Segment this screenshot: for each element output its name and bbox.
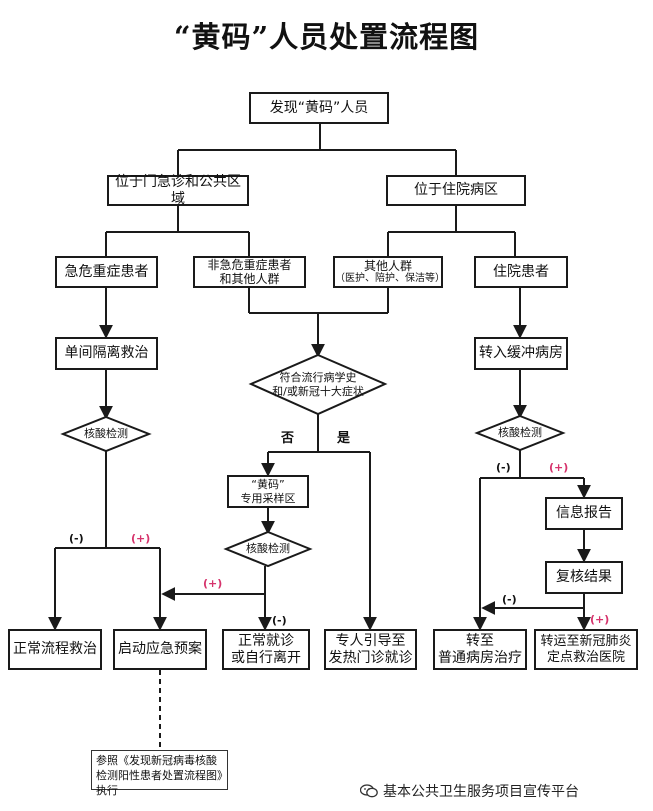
- node-normal-visit: 正常就诊 或自行离开: [222, 629, 310, 670]
- node-sampling-line1: “黄码”: [251, 478, 285, 492]
- node-recheck: 复核结果: [545, 561, 623, 594]
- node-sampling-line2: 专用采样区: [240, 491, 296, 505]
- label-no: 否: [281, 431, 295, 446]
- node-report: 信息报告: [545, 497, 623, 530]
- node-inpatient-area-text: 位于住院病区: [414, 182, 498, 199]
- label-neg-mid: (-): [272, 614, 287, 627]
- node-noncritical-line1: 非急危重症患者: [207, 257, 292, 272]
- node-fever-clinic-line1: 专人引导至: [335, 632, 406, 649]
- diamond-epi-line1: 符合流行病学史: [279, 370, 357, 384]
- node-others-line2: （医护、陪护、保洁等）: [335, 273, 445, 285]
- label-neg-recheck: (-): [502, 593, 517, 606]
- label-pos-right: (+): [549, 461, 569, 474]
- diamond-test-right-shape: [474, 414, 566, 452]
- node-designated-line1: 转运至新冠肺炎: [540, 633, 632, 649]
- node-isolation: 单间隔离救治: [55, 337, 158, 370]
- wechat-icon: [359, 784, 378, 798]
- node-buffer-text: 转入缓冲病房: [479, 345, 563, 362]
- node-sampling: “黄码” 专用采样区: [227, 475, 309, 508]
- label-pos-mid: (+): [203, 577, 223, 590]
- node-start-text: 发现“黄码”人员: [269, 99, 369, 116]
- node-outpatient: 位于门急诊和公共区域: [107, 173, 249, 207]
- node-inpatient-area: 位于住院病区: [386, 175, 526, 206]
- node-designated: 转运至新冠肺炎 定点救治医院: [534, 629, 638, 670]
- diamond-test-left-shape: [60, 415, 152, 453]
- node-emergency-plan: 启动应急预案: [113, 629, 207, 670]
- diamond-test-left: 核酸检测: [63, 417, 149, 451]
- diamond-test-left-text: 核酸检测: [84, 427, 128, 441]
- node-normal-visit-line1: 正常就诊: [238, 632, 294, 649]
- node-buffer: 转入缓冲病房: [474, 337, 568, 370]
- diamond-test-mid: 核酸检测: [226, 532, 310, 566]
- diamond-epi-line2: 和/或新冠十大症状: [272, 384, 364, 398]
- label-pos-left: (+): [131, 532, 151, 545]
- diamond-epi-shape: [248, 353, 388, 416]
- node-inpatient-text: 住院患者: [493, 263, 549, 280]
- diamond-test-mid-shape: [223, 530, 313, 568]
- node-inpatient: 住院患者: [474, 256, 568, 288]
- node-noncritical: 非急危重症患者 和其他人群: [193, 256, 306, 288]
- node-emergency-plan-text: 启动应急预案: [118, 641, 202, 658]
- node-designated-line2: 定点救治医院: [546, 649, 625, 665]
- node-isolation-text: 单间隔离救治: [64, 345, 149, 362]
- node-fever-clinic-line2: 发热门诊就诊: [328, 649, 413, 666]
- watermark: 基本公共卫生服务项目宣传平台: [359, 781, 579, 801]
- node-normal-rescue-text: 正常流程救治: [13, 641, 97, 658]
- watermark-text: 基本公共卫生服务项目宣传平台: [383, 784, 579, 800]
- node-noncritical-line2: 和其他人群: [219, 272, 280, 286]
- page-title: “黄码”人员处置流程图: [173, 20, 480, 54]
- node-others-line1: 其他人群: [363, 258, 412, 273]
- label-neg-left: (-): [69, 532, 84, 545]
- diamond-test-right: 核酸检测: [477, 416, 563, 450]
- node-general-ward-line2: 普通病房治疗: [438, 649, 522, 666]
- node-recheck-text: 复核结果: [556, 569, 612, 586]
- reference-note: 参照《发现新冠病毒核酸检测阳性患者处置流程图》执行: [91, 750, 228, 797]
- node-outpatient-text: 位于门急诊和公共区域: [115, 173, 241, 207]
- node-report-text: 信息报告: [556, 505, 612, 522]
- node-critical: 急危重症患者: [55, 256, 158, 288]
- node-critical-text: 急危重症患者: [64, 263, 149, 280]
- label-yes: 是: [337, 431, 351, 446]
- diamond-test-mid-text: 核酸检测: [246, 542, 290, 556]
- node-start: 发现“黄码”人员: [249, 92, 389, 124]
- label-neg-right: (-): [496, 461, 511, 474]
- node-normal-visit-line2: 或自行离开: [231, 649, 301, 666]
- node-fever-clinic: 专人引导至 发热门诊就诊: [324, 629, 417, 670]
- diamond-test-right-text: 核酸检测: [498, 426, 542, 440]
- node-others: 其他人群 （医护、陪护、保洁等）: [333, 256, 445, 288]
- node-normal-rescue: 正常流程救治: [8, 629, 102, 670]
- node-general-ward-line1: 转至: [466, 632, 494, 649]
- label-pos-recheck: (+): [590, 613, 610, 626]
- diamond-epi: 符合流行病学史和/或新冠十大症状: [251, 355, 385, 414]
- node-general-ward: 转至 普通病房治疗: [433, 629, 527, 670]
